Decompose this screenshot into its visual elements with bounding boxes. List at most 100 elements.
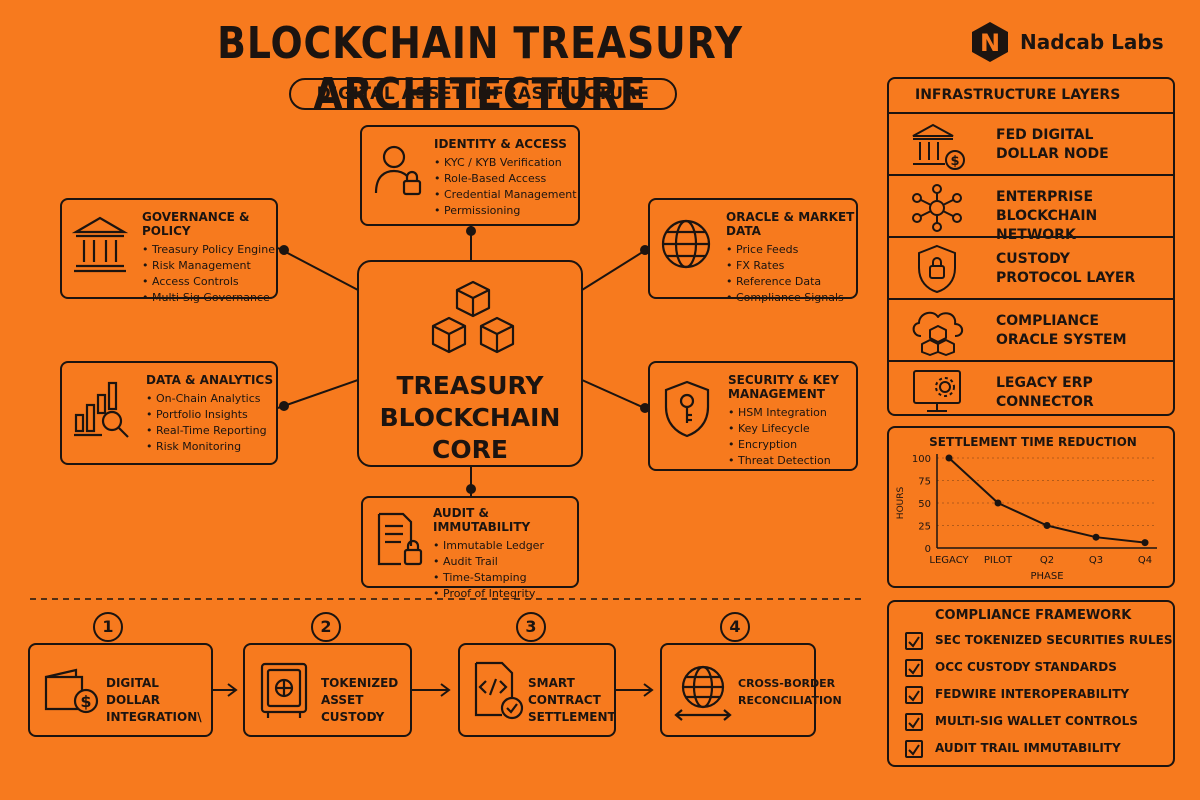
module-title: AUDIT & IMMUTABILITY bbox=[433, 506, 531, 534]
step-number: 1 bbox=[93, 612, 123, 642]
checkbox-icon bbox=[905, 686, 923, 704]
module-oracle: ORACLE & MARKET DATA Price Feeds FX Rate… bbox=[648, 198, 858, 304]
safe-icon bbox=[260, 662, 308, 718]
module-title: MANAGEMENT bbox=[728, 387, 825, 401]
page-subtitle: DIGITAL ASSET INFRASTRUCTURE bbox=[289, 78, 677, 110]
module-identity: IDENTITY & ACCESS KYC / KYB Verification… bbox=[360, 125, 580, 226]
x-tick-label: Q4 bbox=[1138, 555, 1152, 566]
y-tick-label: 50 bbox=[918, 499, 931, 510]
data-point bbox=[1043, 522, 1051, 529]
chart-magnifier-icon bbox=[74, 381, 129, 438]
list-item: Proof of Integrity bbox=[433, 586, 577, 602]
list-item: HSM Integration bbox=[728, 405, 839, 421]
bank-icon bbox=[72, 216, 128, 273]
module-governance: GOVERNANCE & POLICY Treasury Policy Engi… bbox=[60, 198, 278, 304]
list-item: KYC / KYB Verification bbox=[434, 155, 577, 171]
core-title-line: TREASURY bbox=[396, 371, 544, 400]
cloud-cubes-icon bbox=[912, 311, 964, 356]
core-title-line: CORE bbox=[432, 435, 508, 464]
list-item: Risk Monitoring bbox=[146, 439, 273, 455]
compliance-item: FEDWIRE INTEROPERABILITY bbox=[935, 687, 1130, 701]
x-tick-label: Q2 bbox=[1040, 555, 1054, 566]
module-security: SECURITY & KEY MANAGEMENT HSM Integratio… bbox=[648, 361, 858, 471]
data-point bbox=[945, 454, 953, 462]
document-lock-icon bbox=[377, 512, 423, 566]
list-item: Immutable Ledger bbox=[433, 538, 577, 554]
y-tick-label: 100 bbox=[912, 454, 931, 465]
checkbox-icon bbox=[905, 632, 923, 650]
list-item: Access Controls bbox=[142, 274, 276, 290]
step-number: 4 bbox=[720, 612, 750, 642]
svg-text:$: $ bbox=[950, 154, 959, 169]
step-number: 3 bbox=[516, 612, 546, 642]
step-number: 2 bbox=[311, 612, 341, 642]
data-point bbox=[1141, 539, 1149, 547]
compliance-item: AUDIT TRAIL IMMUTABILITY bbox=[935, 741, 1121, 755]
globe-icon bbox=[661, 219, 711, 269]
page-title: BLOCKCHAIN TREASURY ARCHITECTURE bbox=[217, 18, 743, 120]
nadcab-logo-icon: N bbox=[972, 22, 1008, 62]
panel-title: COMPLIANCE FRAMEWORK bbox=[935, 608, 1132, 623]
x-tick-label: LEGACY bbox=[929, 555, 969, 566]
x-tick-label: Q3 bbox=[1089, 555, 1103, 566]
compliance-item: OCC CUSTODY STANDARDS bbox=[935, 660, 1117, 674]
y-tick-label: 25 bbox=[918, 522, 931, 533]
module-title: GOVERNANCE & POLICY bbox=[142, 210, 250, 238]
settlement-chart: SETTLEMENT TIME REDUCTION0255075100LEGAC… bbox=[896, 435, 1157, 582]
svg-text:N: N bbox=[980, 29, 1000, 57]
x-axis-label: PHASE bbox=[1030, 571, 1063, 582]
shield-lock-icon bbox=[918, 244, 956, 294]
list-item: Time-Stamping bbox=[433, 570, 577, 586]
module-audit: AUDIT & IMMUTABILITY Immutable Ledger Au… bbox=[361, 496, 579, 600]
module-title: DATA & ANALYTICS bbox=[146, 373, 274, 387]
list-item: Compliance Signals bbox=[726, 290, 856, 306]
module-title: SECURITY & KEY bbox=[728, 373, 839, 387]
list-item: On-Chain Analytics bbox=[146, 391, 273, 407]
chart-title: SETTLEMENT TIME REDUCTION bbox=[929, 435, 1137, 449]
brand: N Nadcab Labs bbox=[970, 20, 1164, 64]
list-item: Credential Management bbox=[434, 187, 577, 203]
wallet-dollar-icon: $ bbox=[44, 668, 99, 714]
checkbox-icon bbox=[905, 740, 923, 758]
list-item: Risk Management bbox=[142, 258, 276, 274]
list-item: Portfolio Insights bbox=[146, 407, 273, 423]
compliance-framework-panel: COMPLIANCE FRAMEWORK SEC TOKENIZED SECUR… bbox=[887, 600, 1175, 767]
compliance-item: SEC TOKENIZED SECURITIES RULES bbox=[935, 633, 1173, 647]
module-title: IDENTITY & ACCESS bbox=[434, 137, 567, 151]
module-analytics: DATA & ANALYTICS On-Chain Analytics Port… bbox=[60, 361, 278, 465]
list-item: Key Lifecycle bbox=[728, 421, 839, 437]
shield-key-icon bbox=[664, 380, 710, 438]
treasury-blockchain-core: TREASURY BLOCKCHAIN CORE bbox=[357, 260, 583, 467]
svg-text:$: $ bbox=[80, 692, 91, 711]
list-item: Audit Trail bbox=[433, 554, 577, 570]
list-item: Threat Detection bbox=[728, 453, 839, 469]
data-point bbox=[1092, 533, 1100, 541]
checkbox-icon bbox=[905, 659, 923, 677]
panel-title: INFRASTRUCTURE LAYERS bbox=[915, 87, 1121, 103]
checkbox-icon bbox=[905, 713, 923, 731]
bank-dollar-icon: $ bbox=[912, 123, 965, 170]
series-line bbox=[948, 457, 1146, 544]
core-title-line: BLOCKCHAIN bbox=[379, 403, 561, 432]
code-file-icon bbox=[474, 661, 524, 720]
y-tick-label: 75 bbox=[918, 477, 931, 488]
user-lock-icon bbox=[374, 145, 422, 196]
list-item: Permissioning bbox=[434, 203, 577, 219]
